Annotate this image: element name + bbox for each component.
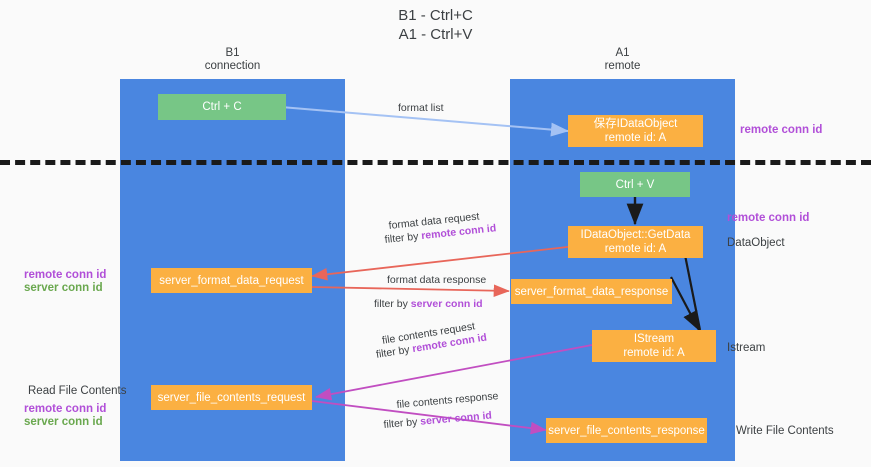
edge-getdata-to-istream	[683, 254, 702, 331]
node-save-idataobject[interactable]: 保存IDataObject remote id: A	[568, 115, 703, 147]
annotation-server-conn-id-left-mid: server conn id	[24, 282, 103, 294]
filter-key: server conn id	[410, 298, 483, 310]
filter-prefix: filter by	[383, 415, 421, 431]
node-ctrl-v[interactable]: Ctrl + V	[580, 172, 690, 197]
annotation-dataobject: DataObject	[727, 237, 785, 249]
edge-format-data-request	[311, 245, 577, 281]
annotation-server-conn-id-left-bottom: server conn id	[24, 416, 103, 428]
annotation-remote-conn-id-left-mid: remote conn id	[24, 269, 107, 281]
annotation-remote-conn-id-left-bottom: remote conn id	[24, 403, 107, 415]
column-header-a1: A1 remote	[604, 47, 641, 72]
filter-prefix: filter by	[384, 230, 422, 246]
column-header-b1: B1 connection	[204, 47, 261, 72]
edge-file-contents-response	[311, 400, 547, 435]
edge-label-format-data-response: format data response	[387, 274, 487, 286]
annotation-write-file-contents: Write File Contents	[736, 425, 834, 437]
node-server-file-contents-response[interactable]: server_file_contents_response	[546, 418, 707, 443]
annotation-remote-conn-id-top: remote conn id	[740, 124, 823, 136]
filter-prefix: filter by	[374, 298, 411, 310]
diagram-title: B1 - Ctrl+C A1 - Ctrl+V	[398, 7, 473, 43]
edge-label-format-list: format list	[398, 102, 444, 114]
node-server-format-data-request[interactable]: server_format_data_request	[151, 268, 312, 293]
edge-format-data-response	[311, 284, 510, 297]
edge-response-to-istream	[670, 276, 700, 331]
annotation-istream: Istream	[727, 342, 766, 354]
section-divider	[0, 160, 871, 165]
edge-file-contents-request	[315, 344, 593, 401]
node-server-file-contents-request[interactable]: server_file_contents_request	[151, 385, 312, 410]
node-ctrl-c[interactable]: Ctrl + C	[158, 94, 286, 120]
node-server-format-data-response[interactable]: server_format_data_response	[511, 279, 672, 304]
annotation-read-file-contents: Read File Contents	[28, 385, 127, 397]
annotation-remote-conn-id-mid: remote conn id	[727, 212, 810, 224]
edge-format-list	[280, 106, 569, 137]
node-idataobject-getdata[interactable]: IDataObject::GetData remote id: A	[568, 226, 703, 258]
edge-label-format-data-response-filter: filter by server conn id	[374, 297, 483, 311]
node-istream[interactable]: IStream remote id: A	[592, 330, 716, 362]
